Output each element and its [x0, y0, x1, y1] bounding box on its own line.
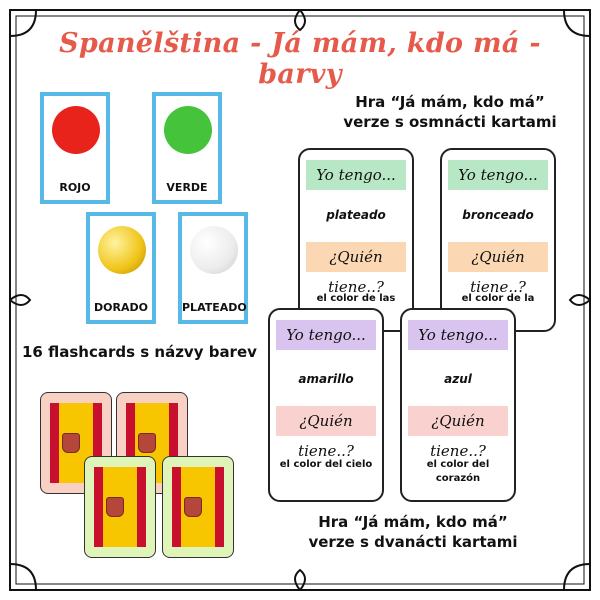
game-card-plateado: Yo tengo... plateado ¿Quién tiene..? el … — [298, 148, 414, 332]
quien-tiene-band: ¿Quién tiene..? — [448, 242, 548, 296]
quien-tiene-band: ¿Quién tiene..? — [306, 242, 406, 296]
color-swatch — [98, 226, 146, 274]
quien-tiene-band: ¿Quién tiene..? — [408, 406, 508, 460]
flashcard-dorado: DORADO — [86, 212, 156, 324]
flag-card — [84, 456, 156, 558]
yo-tengo-band: Yo tengo... — [408, 320, 508, 350]
flashcards-caption: 16 flashcards s názvy barev — [22, 343, 257, 361]
yo-tengo-band: Yo tengo... — [448, 160, 548, 190]
card-word: azul — [444, 372, 472, 386]
card-word: bronceado — [462, 208, 534, 222]
card-clue: el color del corazón — [426, 459, 490, 484]
yo-tengo-band: Yo tengo... — [276, 320, 376, 350]
color-swatch — [52, 106, 100, 154]
subheading-18-line-1: Hra “Já mám, kdo má” — [355, 93, 545, 111]
game-card-azul: Yo tengo... azul ¿Quién tiene..? el colo… — [400, 308, 516, 502]
flashcard-label: VERDE — [166, 181, 208, 194]
subheading-18-line-2: verze s osmnácti kartami — [343, 113, 557, 131]
color-swatch — [164, 106, 212, 154]
spain-flag-icon — [94, 467, 146, 547]
subheading-12-line-1: Hra “Já mám, kdo má” — [318, 513, 508, 531]
yo-tengo-band: Yo tengo... — [306, 160, 406, 190]
subheading-12-cards: Hra “Já mám, kdo má” verze s dvanácti ka… — [288, 512, 538, 552]
flag-card — [162, 456, 234, 558]
flashcard-label: ROJO — [59, 181, 91, 194]
subheading-12-line-2: verze s dvanácti kartami — [308, 533, 518, 551]
page-title: Spanělština - Já mám, kdo má - barvy — [59, 28, 541, 90]
quien-tiene-band: ¿Quién tiene..? — [276, 406, 376, 460]
flashcard-label: DORADO — [94, 301, 148, 314]
game-card-amarillo: Yo tengo... amarillo ¿Quién tiene..? el … — [268, 308, 384, 502]
flashcard-plateado: PLATEADO — [178, 212, 248, 324]
spain-flag-icon — [172, 467, 224, 547]
color-swatch — [190, 226, 238, 274]
game-card-bronceado: Yo tengo... bronceado ¿Quién tiene..? el… — [440, 148, 556, 332]
ornamental-border — [9, 9, 591, 591]
card-clue: el color de las — [316, 293, 396, 304]
flashcard-label: PLATEADO — [182, 301, 247, 314]
card-clue: el color del cielo — [279, 459, 373, 470]
subheading-18-cards: Hra “Já mám, kdo má” verze s osmnácti ka… — [330, 92, 570, 132]
card-clue: el color de la — [461, 293, 535, 304]
card-word: plateado — [326, 208, 386, 222]
card-word: amarillo — [298, 372, 354, 386]
flashcard-rojo: ROJO — [40, 92, 110, 204]
flashcard-verde: VERDE — [152, 92, 222, 204]
